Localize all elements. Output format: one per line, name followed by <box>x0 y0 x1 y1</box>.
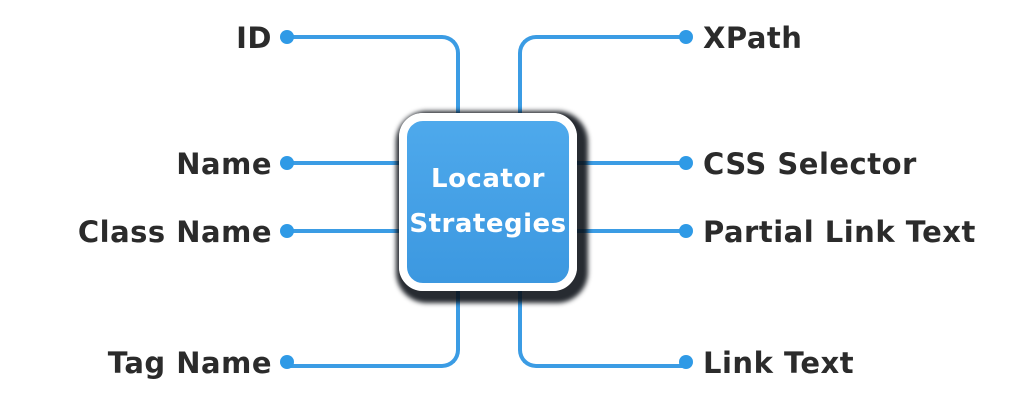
label-css-selector: CSS Selector <box>703 147 917 181</box>
label-name: Name <box>176 147 272 181</box>
connector-class-name <box>286 229 406 233</box>
connector-tag-name <box>286 285 460 368</box>
center-box-title: Locator Strategies <box>409 164 567 239</box>
connector-css-selector <box>570 161 685 165</box>
endpoint-dot-link-text <box>679 355 693 369</box>
label-partial-link-text: Partial Link Text <box>703 215 976 249</box>
center-box: Locator Strategies <box>399 113 577 291</box>
label-id: ID <box>236 21 272 55</box>
connector-id <box>286 35 460 119</box>
endpoint-dot-name <box>280 156 294 170</box>
label-tag-name: Tag Name <box>107 346 272 380</box>
label-class-name: Class Name <box>77 215 272 249</box>
connector-name <box>286 161 406 165</box>
connector-partial-link-text <box>570 229 685 233</box>
endpoint-dot-id <box>280 30 294 44</box>
connector-xpath <box>518 35 689 119</box>
label-link-text: Link Text <box>703 346 855 380</box>
endpoint-dot-tag-name <box>280 355 294 369</box>
label-xpath: XPath <box>703 21 803 55</box>
connector-link-text <box>518 285 689 368</box>
endpoint-dot-class-name <box>280 224 294 238</box>
endpoint-dot-partial-link-text <box>679 224 693 238</box>
endpoint-dot-xpath <box>679 30 693 44</box>
endpoint-dot-css-selector <box>679 156 693 170</box>
